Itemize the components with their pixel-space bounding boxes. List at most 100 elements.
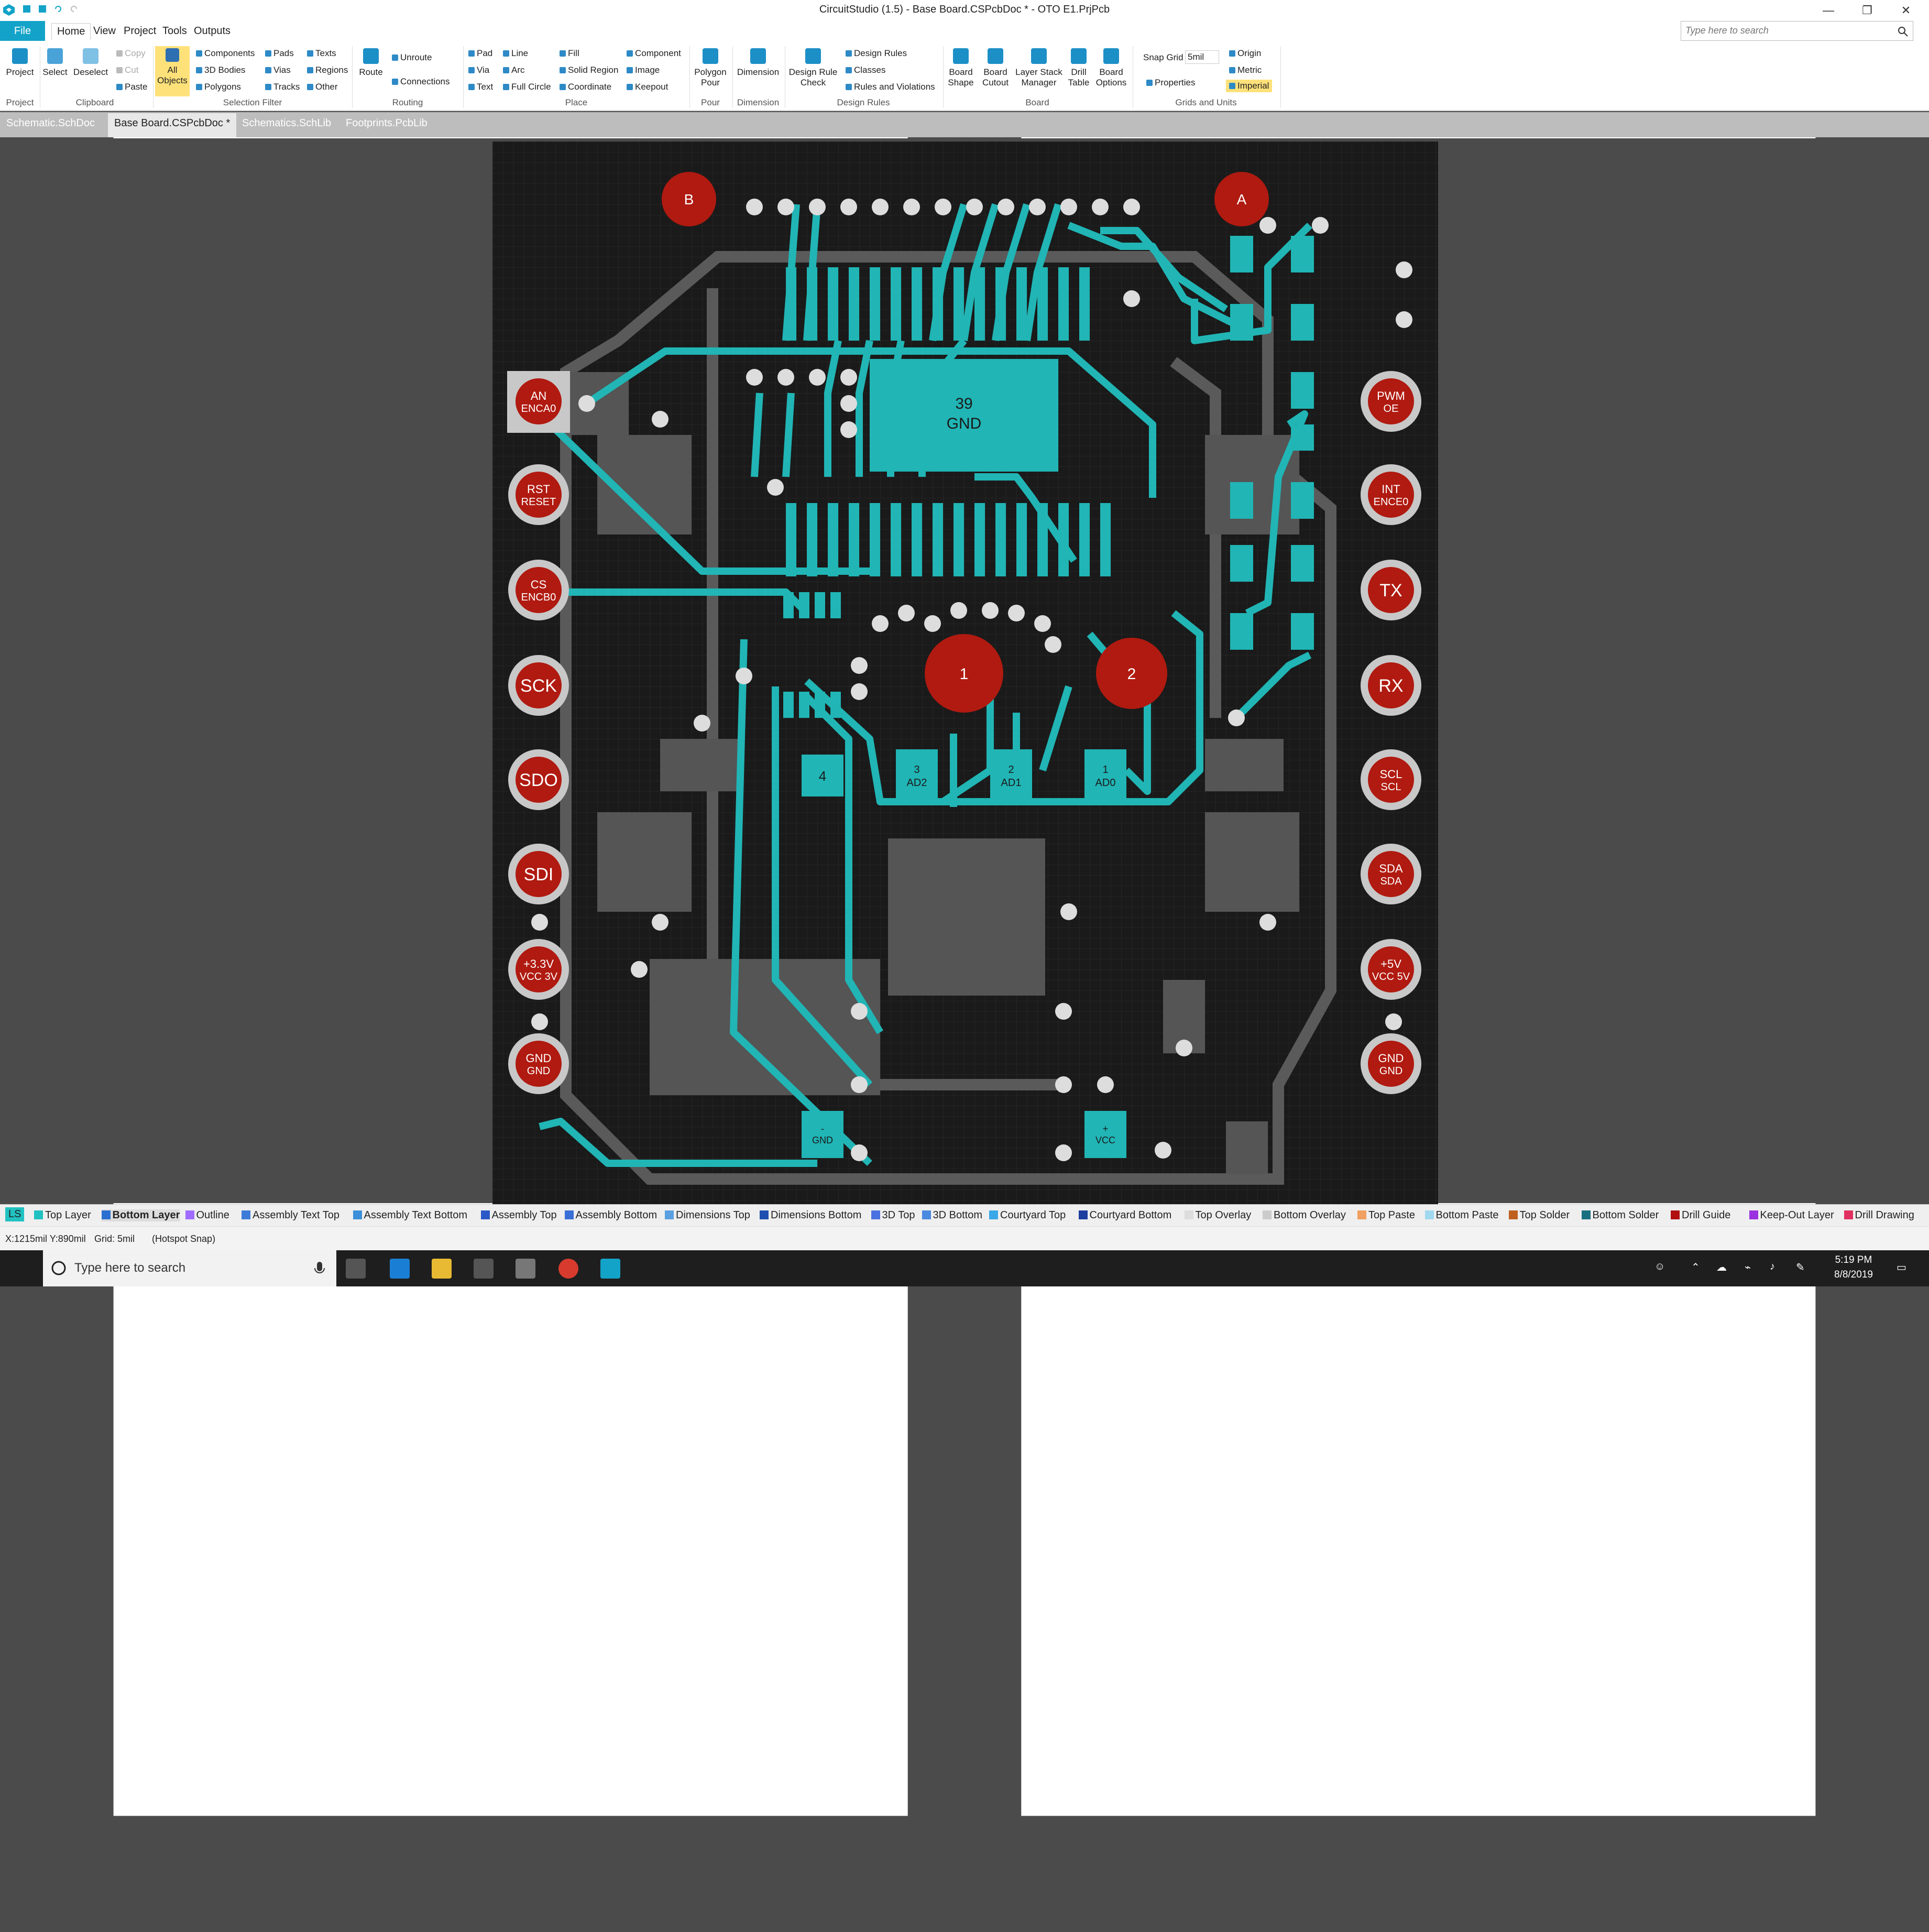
place-arc[interactable]: Arc [503,65,525,75]
connections-button[interactable]: Connections [392,77,450,87]
task-view-icon[interactable] [346,1259,366,1279]
origin-button[interactable]: Origin [1229,48,1261,59]
chrome-icon[interactable] [558,1259,578,1279]
tab-schematic-schdoc[interactable]: Schematic.SchDoc [6,117,95,129]
people-icon[interactable]: ☺ [1654,1261,1665,1272]
network-icon[interactable]: ⌁ [1745,1262,1751,1273]
filter-polygons[interactable]: Polygons [196,82,241,92]
layer-tab-3d-top[interactable]: 3D Top [871,1209,915,1221]
circuitstudio-taskbar-icon[interactable] [600,1259,620,1279]
taskbar-search[interactable]: Type here to search [43,1250,336,1286]
classes-button[interactable]: Classes [846,65,885,75]
layer-tab-top-solder[interactable]: Top Solder [1508,1209,1570,1221]
onedrive-icon[interactable]: ☁ [1716,1262,1727,1273]
place-image[interactable]: Image [627,65,660,75]
minimize-button[interactable]: — [1823,4,1834,17]
place-text[interactable]: Text [468,82,493,92]
board-cutout-button[interactable]: Board Cutout [980,48,1011,88]
layer-tab-assembly-text-top[interactable]: Assembly Text Top [242,1209,339,1221]
pcb-board[interactable]: 39 GND 3 AD2 2 AD1 1 AD0 4 - GND + VCC G… [492,141,1438,1205]
paste-button[interactable]: Paste [116,82,147,92]
place-keepout[interactable]: Keepout [627,82,668,92]
dimension-button[interactable]: Dimension [735,48,782,78]
save-all-icon[interactable] [38,4,47,14]
place-pad[interactable]: Pad [468,48,492,59]
clock-date[interactable]: 8/8/2019 [1834,1269,1873,1280]
tab-project[interactable]: Project [124,25,157,37]
tab-home[interactable]: Home [51,23,91,40]
design-rule-check-button[interactable]: Design Rule Check [788,48,838,88]
tab-outputs[interactable]: Outputs [194,25,231,37]
snap-grid-dropdown[interactable]: 5mil [1185,50,1220,64]
layer-tab-drill-guide[interactable]: Drill Guide [1671,1209,1730,1221]
clock-time[interactable]: 5:19 PM [1835,1254,1872,1265]
layer-tab-assembly-text-bottom[interactable]: Assembly Text Bottom [353,1209,467,1221]
mail-icon[interactable] [516,1259,535,1279]
microphone-icon[interactable] [313,1261,326,1276]
layer-tab-courtyard-top[interactable]: Courtyard Top [989,1209,1066,1221]
tray-expand-icon[interactable]: ⌃ [1691,1262,1700,1273]
all-objects-button[interactable]: All Objects [155,46,190,96]
redo-icon[interactable] [69,4,79,14]
place-via[interactable]: Via [468,65,489,75]
save-icon[interactable] [22,4,31,14]
filter-vias[interactable]: Vias [265,65,291,75]
deselect-button[interactable]: Deselect [72,48,109,78]
file-explorer-icon[interactable] [432,1259,452,1279]
filter-regions[interactable]: Regions [307,65,348,75]
undo-icon[interactable] [53,4,63,14]
cut-button[interactable]: Cut [116,65,138,75]
layer-tab-keep-out-layer[interactable]: Keep-Out Layer [1749,1209,1834,1221]
polygon-pour-button[interactable]: Polygon Pour [692,48,729,88]
filter-texts[interactable]: Texts [307,48,336,59]
filter-pads[interactable]: Pads [265,48,294,59]
notifications-icon[interactable]: ▭ [1897,1262,1906,1273]
pen-icon[interactable]: ✎ [1796,1262,1805,1273]
layer-tab-dimensions-bottom[interactable]: Dimensions Bottom [760,1209,861,1221]
layer-tab-drill-drawing[interactable]: Drill Drawing [1844,1209,1914,1221]
tab-footprints-pcblib[interactable]: Footprints.PcbLib [346,117,428,129]
layer-tab-dimensions-top[interactable]: Dimensions Top [665,1209,750,1221]
place-full-circle[interactable]: Full Circle [503,82,551,92]
layer-tab-assembly-top[interactable]: Assembly Top [480,1209,557,1221]
filter-tracks[interactable]: Tracks [265,82,300,92]
layer-tab-bottom-paste[interactable]: Bottom Paste [1424,1209,1499,1221]
ribbon-search-box[interactable] [1681,21,1913,41]
drill-table-button[interactable]: Drill Table [1066,48,1092,88]
tab-base-board-pcbdoc[interactable]: Base Board.CSPcbDoc * [108,113,237,137]
metric-button[interactable]: Metric [1229,65,1262,75]
close-button[interactable]: ✕ [1901,4,1911,17]
file-menu-tab[interactable]: File [0,21,45,41]
filter-other[interactable]: Other [307,82,338,92]
layer-tab-bottom-overlay[interactable]: Bottom Overlay [1263,1209,1346,1221]
tab-schematics-schlib[interactable]: Schematics.SchLib [242,117,332,129]
layer-tab-outline[interactable]: Outline [185,1209,229,1221]
layer-tab-top-layer[interactable]: Top Layer [34,1209,91,1221]
rules-violations-button[interactable]: Rules and Violations [846,82,935,92]
layer-tab-bottom-layer[interactable]: Bottom Layer [101,1209,180,1221]
restore-button[interactable]: ❐ [1862,4,1872,17]
design-rules-button[interactable]: Design Rules [846,48,907,59]
board-shape-button[interactable]: Board Shape [945,48,977,88]
imperial-button[interactable]: Imperial [1226,80,1273,92]
store-icon[interactable] [474,1259,494,1279]
copy-button[interactable]: Copy [116,48,146,59]
place-coordinate[interactable]: Coordinate [560,82,611,92]
volume-icon[interactable]: ♪ [1770,1261,1775,1272]
layer-tab-ls[interactable]: LS [5,1207,25,1221]
board-options-button[interactable]: Board Options [1094,48,1128,88]
place-line[interactable]: Line [503,48,528,59]
tab-view[interactable]: View [93,25,116,37]
tab-tools[interactable]: Tools [162,25,187,37]
layer-stack-manager-button[interactable]: Layer Stack Manager [1014,48,1064,88]
place-fill[interactable]: Fill [560,48,579,59]
layer-tab-bottom-solder[interactable]: Bottom Solder [1581,1209,1659,1221]
unroute-button[interactable]: Unroute [392,52,432,63]
project-button[interactable]: Project [5,48,35,78]
place-component[interactable]: Component [627,48,681,59]
layer-tab-assembly-bottom[interactable]: Assembly Bottom [564,1209,657,1221]
layer-tab-top-paste[interactable]: Top Paste [1357,1209,1415,1221]
layer-tab-3d-bottom[interactable]: 3D Bottom [922,1209,982,1221]
search-input[interactable] [1681,21,1886,39]
layer-tab-top-overlay[interactable]: Top Overlay [1184,1209,1251,1221]
